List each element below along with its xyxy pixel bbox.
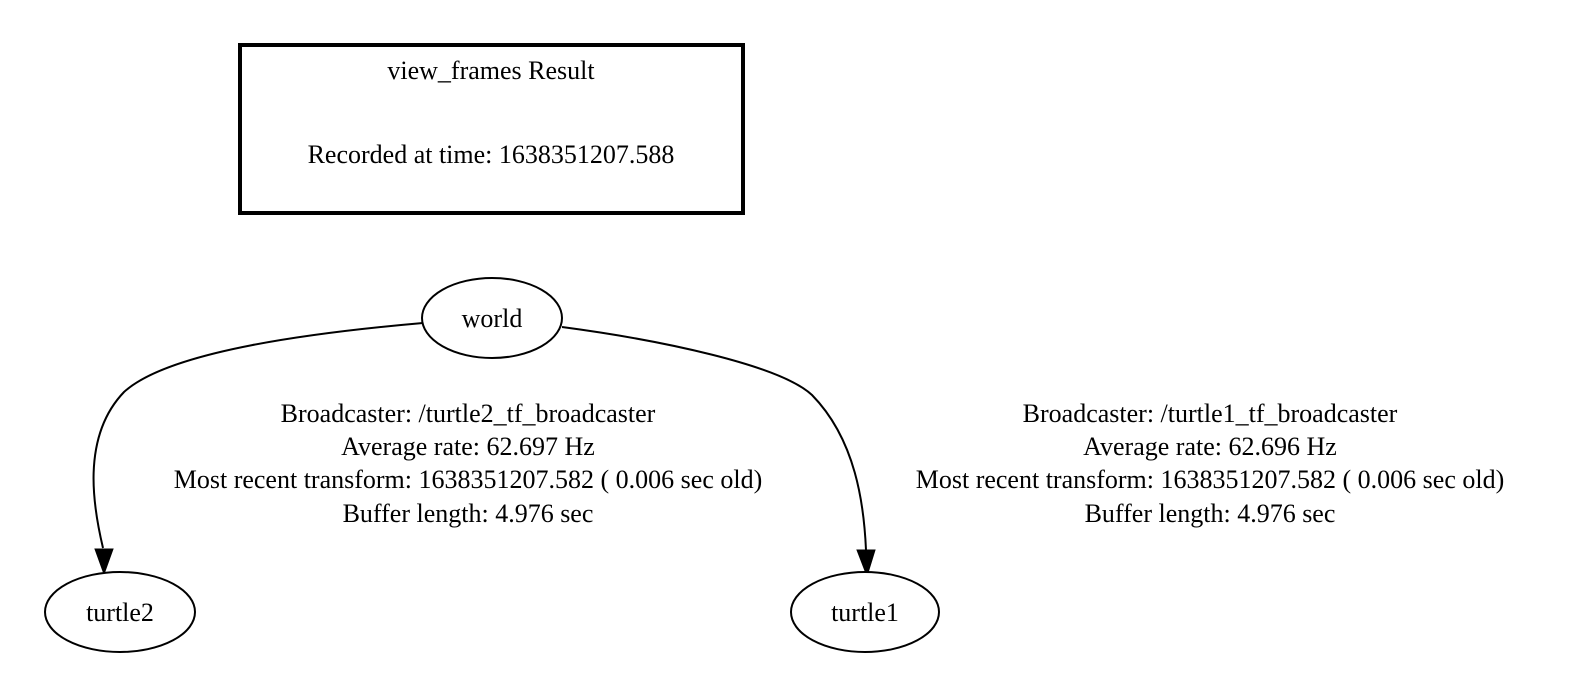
- edge-world-turtle2: [92, 322, 424, 576]
- edge-label-turtle1: Broadcaster: /turtle1_tf_broadcaster Ave…: [916, 399, 1505, 528]
- edge-label-broadcaster: Broadcaster: /turtle1_tf_broadcaster: [1023, 399, 1398, 428]
- header-recorded-time: Recorded at time: 1638351207.588: [308, 140, 675, 169]
- edge-label-buffer: Buffer length: 4.976 sec: [343, 499, 594, 528]
- edge-world-turtle1: [561, 326, 876, 578]
- edge-label-recent: Most recent transform: 1638351207.582 ( …: [174, 465, 763, 494]
- node-world-ellipse: [421, 277, 563, 359]
- edge-label-rate: Average rate: 62.696 Hz: [1083, 432, 1337, 461]
- edge-world-turtle1-line: [561, 326, 867, 551]
- edge-label-recent: Most recent transform: 1638351207.582 ( …: [916, 465, 1505, 494]
- node-turtle1: turtle1: [790, 571, 940, 653]
- node-world: world: [421, 277, 563, 359]
- node-turtle1-ellipse: [790, 571, 940, 653]
- header-box: view_frames Result Recorded at time: 163…: [238, 43, 745, 215]
- edge-label-rate: Average rate: 62.697 Hz: [341, 432, 595, 461]
- edge-world-turtle2-arrowhead: [94, 548, 114, 576]
- node-turtle2-label: turtle2: [86, 598, 154, 627]
- edge-label-buffer: Buffer length: 4.976 sec: [1085, 499, 1336, 528]
- edge-label-broadcaster: Broadcaster: /turtle2_tf_broadcaster: [281, 399, 656, 428]
- header-box-border: [238, 43, 745, 215]
- edge-world-turtle2-line: [92, 322, 424, 549]
- node-world-label: world: [462, 304, 523, 333]
- node-turtle1-label: turtle1: [831, 598, 899, 627]
- edge-label-turtle2: Broadcaster: /turtle2_tf_broadcaster Ave…: [174, 399, 763, 528]
- edge-world-turtle1-arrowhead: [856, 549, 876, 578]
- header-title: view_frames Result: [387, 56, 595, 85]
- node-turtle2-ellipse: [44, 571, 196, 653]
- node-turtle2: turtle2: [44, 571, 196, 653]
